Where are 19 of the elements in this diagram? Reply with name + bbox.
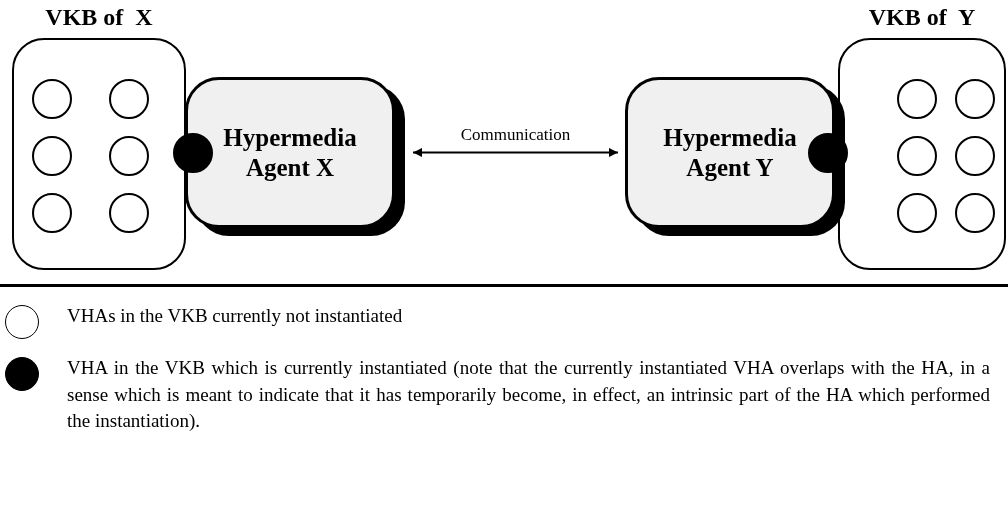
legend-text: VHA in the VKB which is currently instantiated (note that the currently instantiated VHA overlaps with the HA, in a sense which is meant to indicate that it has temporarily become, in effect, an intrinsic part of the HA which performed the instantiation). — [67, 356, 990, 434]
empty-circle — [32, 193, 72, 233]
empty-circle — [897, 193, 937, 233]
legend-text: VHAs in the VKB currently not instantiated — [67, 304, 404, 328]
box-heading: VKB of X — [44, 4, 154, 31]
double-arrow — [412, 148, 619, 157]
agent-label: Hypermedia Agent X — [222, 122, 358, 183]
empty-circle — [109, 193, 149, 233]
box-heading: VKB of Y — [867, 4, 977, 31]
agent-label: Hypermedia Agent Y — [662, 122, 798, 183]
empty-circle — [897, 136, 937, 176]
empty-circle — [897, 79, 937, 119]
empty-circle — [109, 136, 149, 176]
empty-circle — [955, 136, 995, 176]
empty-circle — [955, 193, 995, 233]
empty-circle — [32, 79, 72, 119]
empty-circle — [109, 79, 149, 119]
empty-circle — [955, 79, 995, 119]
empty-circle — [32, 136, 72, 176]
